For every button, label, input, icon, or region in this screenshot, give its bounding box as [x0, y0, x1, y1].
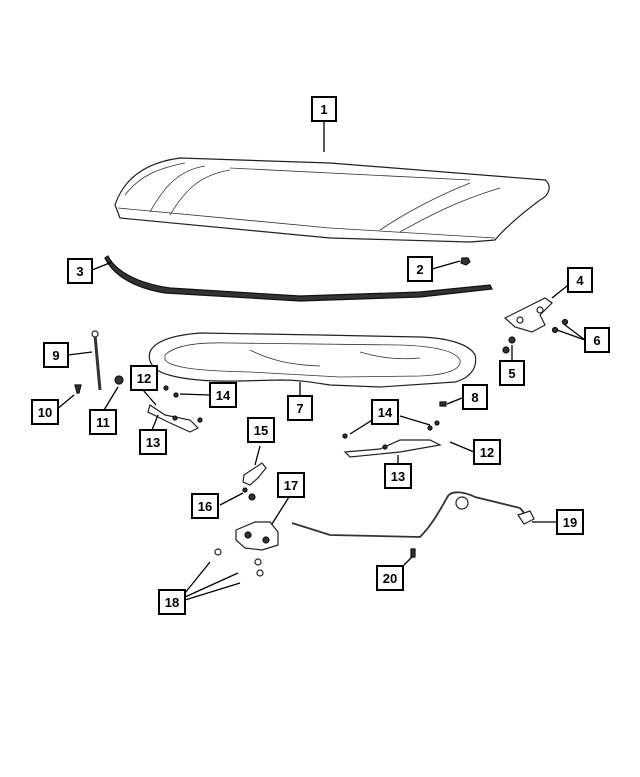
nuts-5 — [502, 336, 516, 354]
svg-text:3: 3 — [76, 264, 83, 279]
hood-inner-panel — [148, 332, 477, 388]
svg-text:13: 13 — [391, 469, 405, 484]
callout-2: 2 — [407, 256, 433, 282]
bolts-18 — [214, 548, 264, 577]
svg-text:5: 5 — [508, 366, 515, 381]
cable-guide-right — [343, 439, 442, 458]
clip-10 — [74, 384, 82, 394]
svg-text:14: 14 — [216, 388, 231, 403]
clip-2 — [460, 257, 471, 266]
prop-rod — [91, 330, 102, 391]
svg-text:12: 12 — [137, 371, 151, 386]
callout-8: 8 — [462, 384, 488, 410]
svg-text:1: 1 — [320, 102, 327, 117]
callout-16: 16 — [191, 493, 219, 519]
callout-11: 11 — [89, 409, 117, 435]
svg-text:2: 2 — [416, 262, 423, 277]
svg-text:4: 4 — [576, 273, 584, 288]
callout-3: 3 — [67, 258, 93, 284]
svg-text:20: 20 — [383, 571, 397, 586]
striker — [242, 462, 267, 486]
svg-text:6: 6 — [593, 333, 600, 348]
svg-text:15: 15 — [254, 423, 268, 438]
release-cable — [291, 491, 535, 538]
svg-text:14: 14 — [378, 405, 393, 420]
callout-12-right: 12 — [473, 439, 501, 465]
svg-text:19: 19 — [563, 515, 577, 530]
svg-text:9: 9 — [52, 348, 59, 363]
svg-text:17: 17 — [284, 478, 298, 493]
clip-20 — [410, 548, 416, 558]
callout-10: 10 — [31, 399, 59, 425]
svg-text:10: 10 — [38, 405, 52, 420]
svg-text:13: 13 — [146, 435, 160, 450]
grommet-11 — [114, 375, 124, 385]
svg-text:16: 16 — [198, 499, 212, 514]
callout-6: 6 — [584, 327, 610, 353]
hood-seal — [104, 255, 493, 302]
cable-guide-left — [147, 404, 200, 433]
screws-14-right — [342, 420, 440, 439]
svg-text:11: 11 — [96, 415, 110, 430]
callout-19: 19 — [556, 509, 584, 535]
callout-4: 4 — [567, 267, 593, 293]
callout-20: 20 — [376, 565, 404, 591]
leader-lines — [55, 121, 586, 601]
callout-7: 7 — [287, 395, 313, 421]
svg-text:18: 18 — [165, 595, 179, 610]
callout-9: 9 — [43, 342, 69, 368]
callout-5: 5 — [499, 360, 525, 386]
callout-13-left: 13 — [139, 429, 167, 455]
callout-15: 15 — [247, 417, 275, 443]
svg-text:12: 12 — [480, 445, 494, 460]
hood-latch — [235, 521, 279, 551]
svg-text:8: 8 — [471, 390, 478, 405]
callout-12-left: 12 — [130, 365, 158, 391]
callout-17: 17 — [277, 472, 305, 498]
clip-8 — [439, 401, 447, 407]
callout-13-right: 13 — [384, 463, 412, 489]
screws-14-left — [163, 385, 203, 423]
callout-14-right: 14 — [371, 399, 399, 425]
bolts-16 — [242, 487, 256, 501]
hood-hinge — [503, 297, 553, 333]
svg-text:7: 7 — [296, 401, 303, 416]
callout-14-left: 14 — [209, 382, 237, 408]
callout-1: 1 — [311, 96, 337, 122]
callout-18: 18 — [158, 589, 186, 615]
hood-panel — [114, 157, 550, 243]
